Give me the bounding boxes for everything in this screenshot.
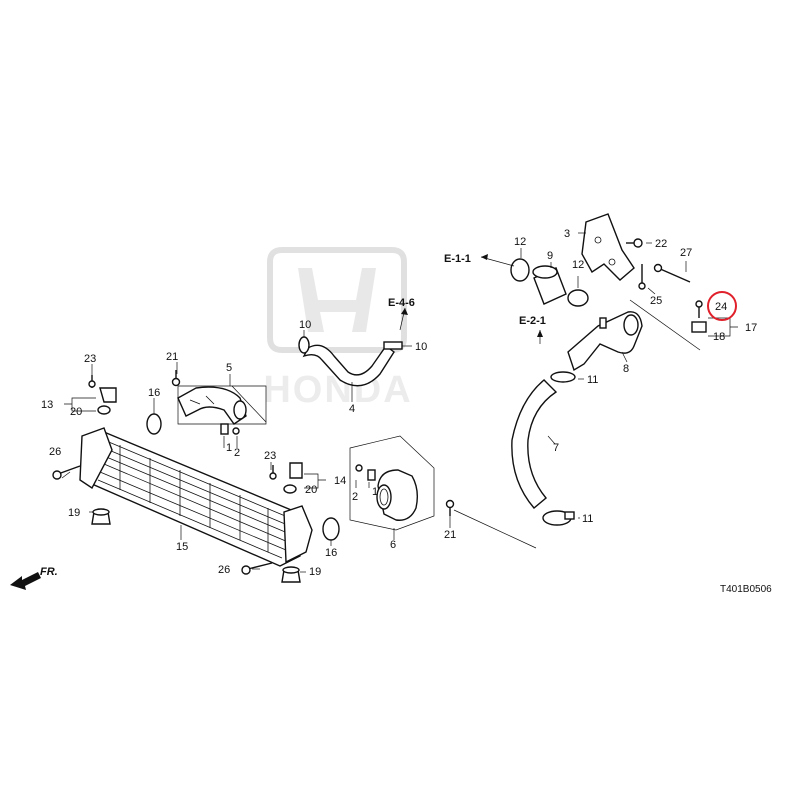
callout-10-right: 10: [415, 341, 427, 353]
callout-11-lower: 11: [582, 513, 593, 525]
bolt-26-upper: [52, 465, 81, 480]
bolt-26-lower: [241, 562, 273, 575]
nut-18: [691, 321, 707, 333]
intercooler-pipe-5: [177, 386, 247, 425]
reference-e-4-6: E-4-6: [388, 297, 415, 309]
hose-4: [302, 344, 395, 387]
callout-26-right: 26: [218, 564, 230, 576]
callout-1-left: 1: [226, 442, 232, 454]
reference-e-2-1: E-2-1: [519, 315, 546, 327]
callout-21-right: 21: [444, 529, 456, 541]
honda-watermark: HONDA: [263, 247, 411, 411]
callout-7: 7: [553, 442, 559, 454]
rubber-mount-19-right: [281, 566, 301, 583]
sensor-parts-1-2-left: [220, 423, 240, 435]
leader-lines: [61, 232, 738, 573]
hose-7: [511, 379, 558, 509]
callout-22: 22: [655, 238, 667, 250]
callout-19-right: 19: [309, 566, 321, 578]
callout-11-upper: 11: [587, 374, 598, 386]
callout-12-right: 12: [572, 259, 584, 271]
sensor-parts-1-2-center: [355, 464, 376, 481]
clamp-10-right: [383, 341, 403, 350]
callout-12-left: 12: [514, 236, 526, 248]
callout-20-right: 20: [305, 484, 317, 496]
callout-14: 14: [334, 475, 346, 487]
callout-2-left: 2: [234, 447, 240, 459]
clamp-11-upper: [550, 371, 576, 383]
pipe-assembly-6: [376, 469, 419, 521]
bracket-3: [581, 213, 635, 281]
callout-17: 17: [745, 322, 757, 334]
callout-3: 3: [564, 228, 570, 240]
callout-10-left: 10: [299, 319, 311, 331]
callout-4: 4: [349, 403, 355, 415]
sleeve-9: [532, 265, 567, 305]
intercooler-part: [79, 427, 313, 567]
bolt-27: [653, 263, 691, 283]
callout-16-left: 16: [148, 387, 160, 399]
callout-2-center: 2: [352, 491, 358, 503]
callout-21-left: 21: [166, 351, 178, 363]
callout-6: 6: [390, 539, 396, 551]
callout-1-center: 1: [372, 486, 378, 498]
callout-25: 25: [650, 295, 662, 307]
callout-23-left: 23: [84, 353, 96, 365]
callout-18: 18: [713, 331, 725, 343]
callout-27: 27: [680, 247, 692, 259]
clamp-12-left: [510, 258, 530, 282]
callout-19-left: 19: [68, 507, 80, 519]
bracket-assembly-14: [269, 462, 303, 494]
callout-labels: 1 1 2 2 3 4 5 6 7 8 9 10 10 11 11 12 12 …: [41, 228, 757, 578]
callout-23-right: 23: [264, 450, 276, 462]
diagram-code: T401B0506: [720, 584, 772, 595]
bolt-25: [638, 264, 646, 290]
front-label: FR.: [40, 566, 58, 578]
highlight-circle: [707, 291, 737, 321]
rubber-mount-19-left: [91, 508, 111, 525]
callout-20-left: 20: [70, 406, 82, 418]
reference-arrows: [399, 254, 543, 344]
front-direction-arrow: FR.: [10, 566, 58, 590]
callout-5: 5: [226, 362, 232, 374]
clamp-ring-16-left: [146, 413, 162, 435]
bracket-assembly-13: [88, 375, 117, 415]
reference-e-1-1: E-1-1: [444, 253, 471, 265]
callout-26-left: 26: [49, 446, 61, 458]
callout-16-right: 16: [325, 547, 337, 559]
clamp-10-left: [298, 336, 310, 354]
bolt-21-right: [445, 499, 455, 516]
callout-15: 15: [176, 541, 188, 553]
bolt-24: [695, 300, 703, 318]
bolt-21-left: [171, 370, 181, 387]
callout-8: 8: [623, 363, 629, 375]
callout-9: 9: [547, 250, 553, 262]
clamp-11-lower: [542, 510, 575, 526]
callout-24: 24: [715, 301, 727, 313]
clamp-ring-16-right: [322, 517, 340, 541]
bolt-22: [626, 238, 643, 248]
clamp-12-right: [567, 289, 589, 307]
callout-13: 13: [41, 399, 53, 411]
pipe-8: [567, 311, 643, 372]
